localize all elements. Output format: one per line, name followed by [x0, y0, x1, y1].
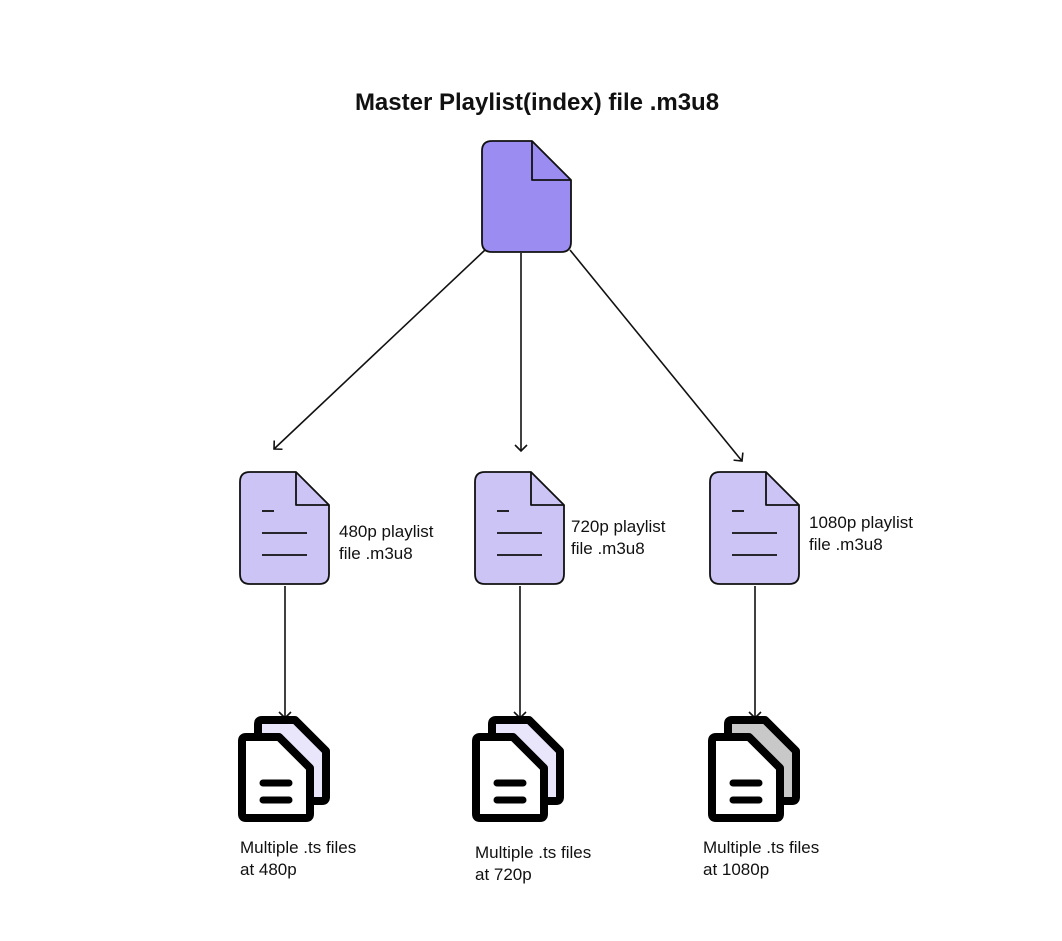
segments-720p-label: Multiple .ts files at 720p	[475, 842, 591, 886]
playlist-1080p-document-icon	[709, 471, 800, 585]
segments-720p-multiple-files-icon	[472, 716, 564, 822]
segments-1080p-multiple-files-icon	[708, 716, 800, 822]
segments-720p-label-line2: at 720p	[475, 865, 532, 884]
segments-1080p-label-line2: at 1080p	[703, 860, 770, 879]
segments-480p-label: Multiple .ts files at 480p	[240, 837, 356, 881]
segments-1080p-label-line1: Multiple .ts files	[703, 838, 820, 857]
segments-1080p-label: Multiple .ts files at 1080p	[703, 837, 819, 881]
arrow-master-to-480p	[273, 249, 486, 451]
playlist-1080p-label-line2: file .m3u8	[809, 535, 883, 554]
playlist-480p-label-line1: 480p playlist	[339, 522, 434, 541]
playlist-720p-label: 720p playlist file .m3u8	[571, 516, 666, 560]
playlist-1080p-label-line1: 1080p playlist	[809, 513, 913, 532]
playlist-480p-document-icon	[239, 471, 330, 585]
arrow-master-to-1080p	[569, 249, 744, 462]
master-document-icon	[481, 140, 572, 253]
playlist-720p-label-line1: 720p playlist	[571, 517, 666, 536]
playlist-480p-label-line2: file .m3u8	[339, 544, 413, 563]
segments-480p-label-line1: Multiple .ts files	[240, 838, 357, 857]
playlist-480p-label: 480p playlist file .m3u8	[339, 521, 434, 565]
playlist-720p-label-line2: file .m3u8	[571, 539, 645, 558]
master-playlist-title: Master Playlist(index) file .m3u8	[354, 89, 720, 116]
segments-720p-label-line1: Multiple .ts files	[475, 843, 592, 862]
playlist-1080p-label: 1080p playlist file .m3u8	[809, 512, 913, 556]
segments-480p-multiple-files-icon	[238, 716, 330, 822]
segments-480p-label-line2: at 480p	[240, 860, 297, 879]
playlist-720p-document-icon	[474, 471, 565, 585]
